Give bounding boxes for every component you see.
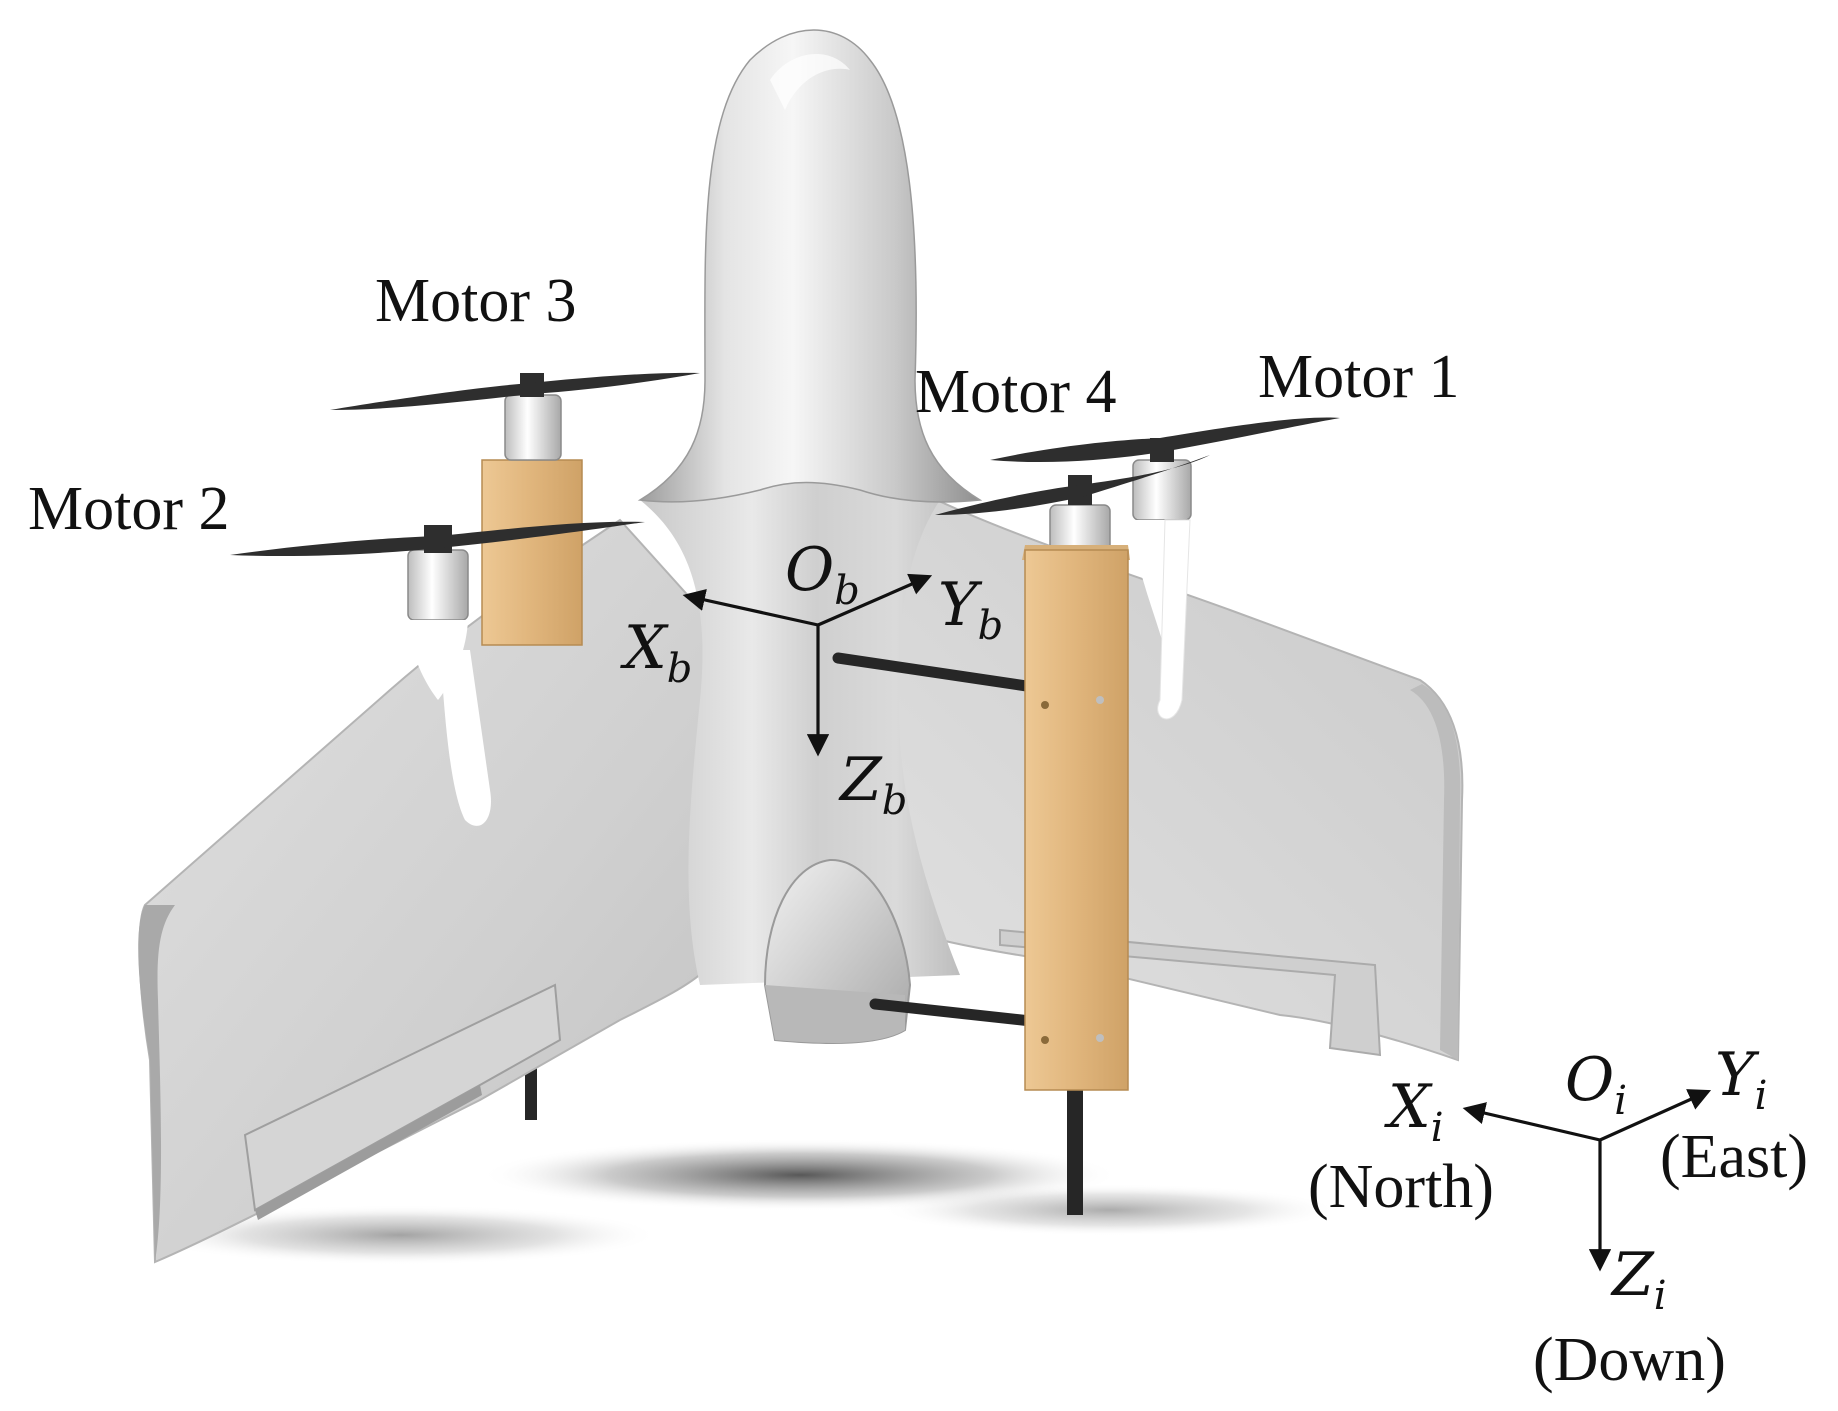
ground-shadow bbox=[140, 1139, 1340, 1265]
right-wing bbox=[848, 468, 1464, 1062]
down-direction-label: (Down) bbox=[1533, 1326, 1726, 1394]
body-x-label: Xb bbox=[620, 613, 692, 692]
inertial-frame-axes: Oi Xi Yi Zi (North) (East) (Down) bbox=[1308, 1040, 1808, 1394]
body-x-axis-arrow bbox=[682, 588, 819, 627]
left-wing bbox=[138, 518, 712, 1264]
motor-labels: Motor 3 Motor 2 Motor 4 Motor 1 bbox=[28, 267, 1460, 543]
inertial-x-axis-arrow bbox=[1462, 1102, 1601, 1142]
motor-1-label: Motor 1 bbox=[1258, 343, 1460, 411]
motor-4-label: Motor 4 bbox=[915, 358, 1117, 426]
body-frame-axes: Ob Xb Yb Zb bbox=[620, 535, 1003, 824]
inertial-y-label: Yi bbox=[1715, 1040, 1767, 1119]
nose-pod bbox=[763, 858, 912, 1044]
inertial-x-label: Xi bbox=[1384, 1072, 1444, 1151]
body-y-label: Yb bbox=[938, 570, 1003, 649]
fuselage bbox=[640, 466, 960, 985]
inertial-origin-label: Oi bbox=[1565, 1045, 1627, 1124]
body-origin-label: Ob bbox=[785, 535, 860, 614]
body-y-axis-arrow bbox=[817, 573, 933, 627]
motor-4-assembly bbox=[935, 455, 1210, 1091]
vertical-fin bbox=[637, 29, 983, 503]
east-direction-label: (East) bbox=[1660, 1123, 1808, 1191]
boom-rear-left bbox=[481, 459, 583, 646]
motor-3-assembly bbox=[330, 372, 700, 461]
inertial-z-label: Zi bbox=[1610, 1240, 1667, 1319]
body-z-label: Zb bbox=[838, 745, 907, 824]
north-direction-label: (North) bbox=[1308, 1153, 1494, 1221]
carbon-rods bbox=[832, 652, 1046, 1028]
inertial-y-axis-arrow bbox=[1599, 1089, 1712, 1142]
motor-3-label: Motor 3 bbox=[375, 267, 577, 335]
motor-2-fairing bbox=[440, 650, 491, 826]
motor-2-assembly bbox=[230, 521, 645, 700]
motor-2-label: Motor 2 bbox=[28, 475, 230, 543]
